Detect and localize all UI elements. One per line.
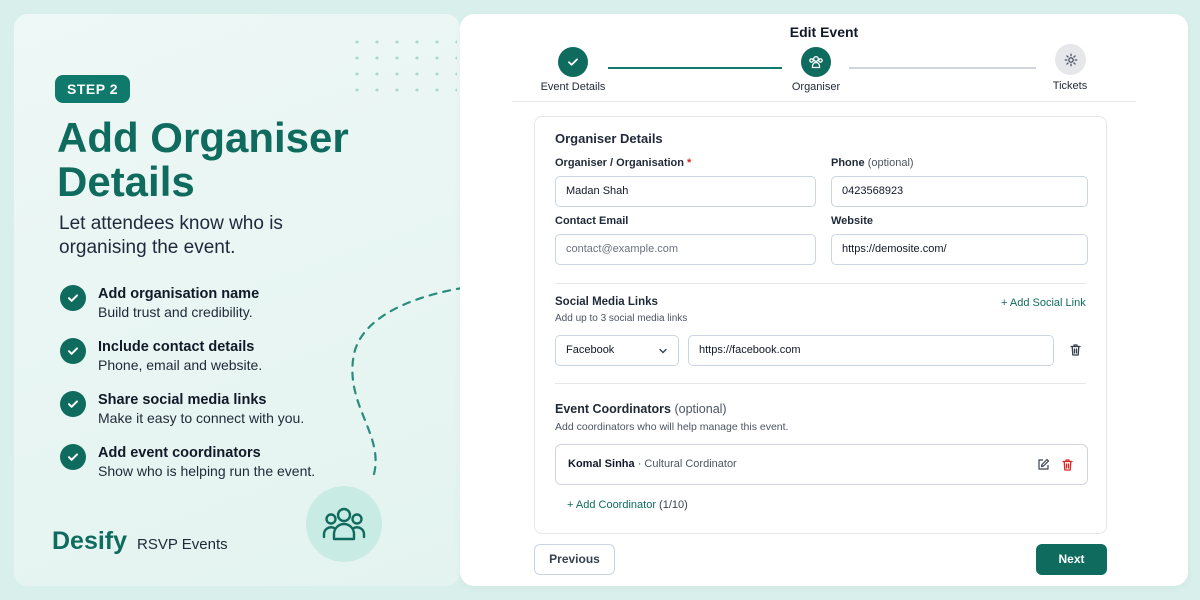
step-label-organiser: Organiser: [791, 81, 841, 93]
settings-icon: [1064, 53, 1077, 66]
coord-title: Event Coordinators (optional): [555, 402, 727, 416]
next-button[interactable]: Next: [1036, 544, 1107, 575]
social-title: Social Media Links: [555, 296, 658, 308]
coordinator-name: Komal Sinha: [568, 458, 635, 470]
social-url-input[interactable]: https://facebook.com: [688, 335, 1054, 366]
required-marker: *: [687, 157, 692, 169]
previous-button[interactable]: Previous: [534, 544, 615, 575]
section-title-organiser: Organiser Details: [555, 131, 663, 146]
coord-title-text: Event Coordinators: [555, 402, 671, 416]
step-badge: STEP 2: [55, 75, 130, 103]
feature-item: Add organisation name Build trust and cr…: [60, 285, 360, 321]
decorative-dots: [347, 34, 457, 94]
social-platform-select[interactable]: Facebook: [555, 335, 679, 366]
step-event-details[interactable]: [558, 47, 588, 77]
check-icon: [568, 58, 578, 66]
brand-tagline: RSVP Events: [137, 536, 228, 553]
feature-title: Add organisation name: [98, 286, 260, 302]
trash-icon[interactable]: [1069, 343, 1082, 357]
page-title: Edit Event: [789, 24, 859, 40]
coordinator-role: · Cultural Cordinator: [637, 458, 737, 470]
trash-icon[interactable]: [1061, 458, 1074, 472]
email-label: Contact Email: [555, 215, 629, 227]
group-icon: [809, 56, 823, 69]
promo-panel: STEP 2 Add Organiser Details Let attende…: [14, 14, 504, 586]
add-social-link-button[interactable]: + Add Social Link: [1001, 297, 1086, 309]
feature-title: Add event coordinators: [98, 445, 261, 461]
social-platform-value: Facebook: [566, 344, 615, 356]
website-label: Website: [831, 215, 873, 227]
feature-item: Add event coordinators Show who is helpi…: [60, 444, 360, 480]
check-icon: [60, 444, 86, 470]
feature-desc: Show who is helping run the event.: [98, 463, 316, 479]
feature-desc: Build trust and credibility.: [98, 304, 253, 320]
org-label: Organiser / Organisation *: [555, 157, 691, 169]
coordinator-count: (1/10): [659, 499, 688, 511]
org-name-input[interactable]: Madan Shah: [555, 176, 816, 207]
org-label-text: Organiser / Organisation: [555, 157, 684, 169]
coordinator-info: Komal Sinha · Cultural Cordinator: [568, 458, 737, 470]
divider: [555, 283, 1086, 284]
social-note: Add up to 3 social media links: [555, 313, 688, 324]
feature-item: Share social media links Make it easy to…: [60, 391, 360, 427]
coordinator-card: Komal Sinha · Cultural Cordinator: [555, 444, 1088, 485]
coord-note: Add coordinators who will help manage th…: [555, 421, 789, 433]
check-icon: [60, 285, 86, 311]
promo-title: Add Organiser Details: [57, 114, 349, 205]
feature-desc: Make it easy to connect with you.: [98, 410, 305, 426]
phone-input[interactable]: 0423568923: [831, 176, 1088, 207]
feature-title: Share social media links: [98, 392, 267, 408]
team-icon: [306, 486, 382, 562]
add-coordinator-label: + Add Coordinator: [567, 499, 656, 511]
step-label-tickets: Tickets: [1052, 80, 1088, 92]
check-icon: [60, 338, 86, 364]
feature-title: Include contact details: [98, 339, 255, 355]
step-organiser[interactable]: [801, 47, 831, 77]
feature-desc: Phone, email and website.: [98, 357, 263, 373]
edit-event-card: Edit Event Event Details Organiser Ticke…: [460, 14, 1188, 586]
step-tickets[interactable]: [1055, 44, 1086, 75]
divider: [555, 383, 1086, 384]
phone-optional: (optional): [867, 157, 914, 169]
feature-item: Include contact details Phone, email and…: [60, 338, 360, 374]
add-coordinator-button[interactable]: + Add Coordinator (1/10): [567, 499, 688, 511]
chevron-down-icon: [659, 348, 667, 353]
brand: Desify RSVP Events: [52, 527, 228, 556]
divider: [512, 101, 1136, 102]
brand-logo: Desify: [52, 527, 128, 555]
step-label-event-details: Event Details: [540, 81, 606, 93]
check-icon: [60, 391, 86, 417]
stepper-pending-line: [849, 67, 1036, 69]
stepper-progress-line: [608, 67, 782, 69]
promo-subtitle: Let attendees know who is organising the…: [59, 213, 283, 258]
website-input[interactable]: https://demosite.com/: [831, 234, 1088, 265]
coord-optional: (optional): [674, 402, 727, 416]
phone-label: Phone (optional): [831, 157, 914, 169]
feature-list: Add organisation name Build trust and cr…: [60, 285, 360, 497]
phone-label-text: Phone: [831, 157, 865, 169]
organiser-form: Organiser Details Organiser / Organisati…: [534, 116, 1107, 534]
email-input[interactable]: contact@example.com: [555, 234, 816, 265]
edit-icon[interactable]: [1037, 458, 1050, 471]
